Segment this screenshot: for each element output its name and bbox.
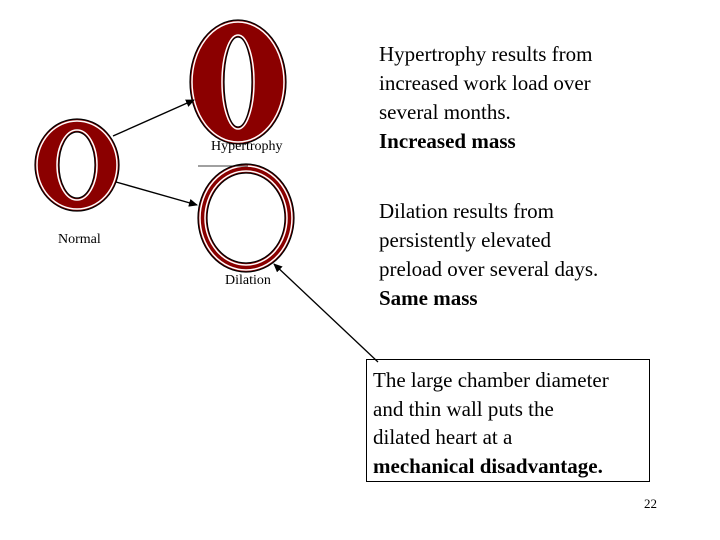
callout-emphasis: mechanical disadvantage.	[373, 453, 603, 478]
hypertrophy-note-emphasis: Increased mass	[379, 129, 516, 153]
callout-line: dilated heart at a	[373, 425, 513, 449]
hypertrophy-ventricle-ring	[189, 19, 287, 145]
dilation-note-emphasis: Same mass	[379, 286, 478, 310]
dilation-note: Dilation results from persistently eleva…	[379, 197, 598, 313]
dilation-label: Dilation	[225, 273, 271, 288]
hypertrophy-note-line: several months.	[379, 100, 511, 124]
normal-ventricle-ring	[34, 118, 120, 212]
callout-pointer-line	[273, 263, 379, 363]
arrow-normal-to-dilation	[115, 181, 198, 207]
hypertrophy-note: Hypertrophy results from increased work …	[379, 40, 592, 156]
page-number: 22	[644, 496, 657, 511]
hypertrophy-note-line: Hypertrophy results from	[379, 42, 593, 66]
callout-line: The large chamber diameter	[373, 368, 609, 392]
hypertrophy-label: Hypertrophy	[211, 139, 283, 154]
dilation-note-line: Dilation results from	[379, 199, 554, 223]
normal-label: Normal	[58, 232, 101, 247]
dilation-note-line: preload over several days.	[379, 257, 599, 281]
callout-line: and thin wall puts the	[373, 396, 554, 421]
dilation-ventricle-ring	[197, 163, 295, 273]
dilation-note-line: persistently elevated	[379, 228, 552, 252]
arrow-normal-to-hypertrophy	[112, 99, 195, 137]
hypertrophy-note-line: increased work load over	[379, 71, 591, 95]
callout-box: The large chamber diameter and thin wall…	[366, 359, 650, 482]
